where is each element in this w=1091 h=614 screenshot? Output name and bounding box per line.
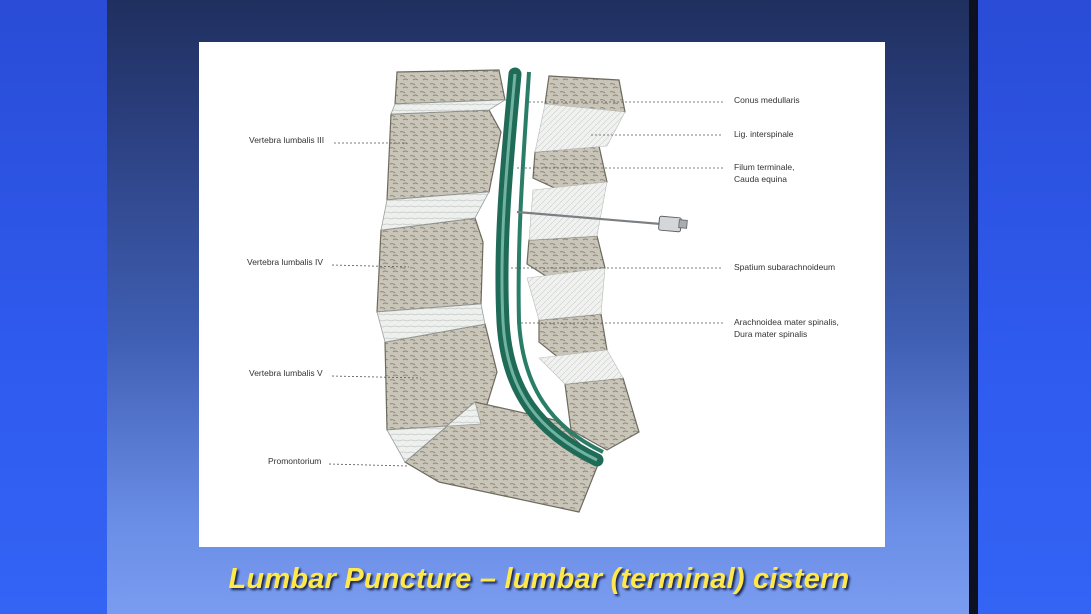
intervertebral-discs — [376, 99, 507, 463]
label-conus-medullaris: Conus medullaris — [734, 95, 800, 105]
right-background-bar — [978, 0, 1091, 614]
right-leader-lines — [511, 101, 723, 324]
left-background-bar — [0, 0, 107, 614]
label-arachnoidea-mater: Arachnoidea mater spinalis, — [734, 317, 839, 327]
label-vertebra-l5: Vertebra lumbalis V — [249, 368, 323, 378]
label-filum-terminale: Filum terminale, — [734, 162, 794, 172]
slide-shadow-edge — [969, 0, 978, 614]
label-lig-interspinale: Lig. interspinale — [734, 129, 794, 139]
dural-sac — [495, 67, 604, 467]
label-vertebra-l4: Vertebra lumbalis IV — [247, 257, 323, 267]
interspinous-ligaments — [526, 103, 626, 385]
label-dura-mater: Dura mater spinalis — [734, 329, 807, 339]
label-vertebra-l3: Vertebra lumbalis III — [249, 135, 324, 145]
lumbar-spine-illustration: Vertebra lumbalis III Vertebra lumbalis … — [247, 67, 839, 513]
puncture-needle — [516, 210, 688, 233]
left-leader-lines — [328, 142, 422, 467]
anatomy-figure-panel: Vertebra lumbalis III Vertebra lumbalis … — [199, 42, 885, 547]
label-spatium-subarachnoideum: Spatium subarachnoideum — [734, 262, 835, 272]
label-promontorium: Promontorium — [268, 456, 321, 466]
label-cauda-equina: Cauda equina — [734, 174, 787, 184]
slide-title: Lumbar Puncture – lumbar (terminal) cist… — [228, 563, 850, 595]
